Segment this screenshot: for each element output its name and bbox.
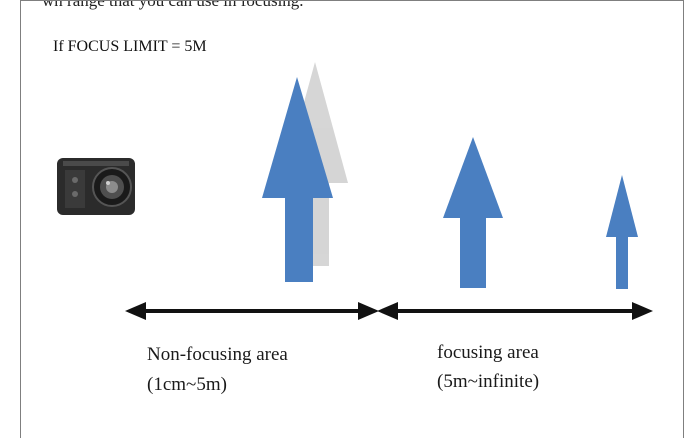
large-object-arrow-icon <box>262 77 333 282</box>
cropped-caption: wn range that you can use in focusing. <box>42 0 304 10</box>
non-focusing-range-arrow <box>125 302 379 320</box>
medium-object-arrow-icon <box>443 137 503 288</box>
non-focusing-range-label: (1cm~5m) <box>147 374 227 395</box>
focusing-range-label: (5m~infinite) <box>437 371 540 392</box>
small-object-arrow-icon <box>606 175 638 289</box>
diagram-frame <box>20 0 684 438</box>
non-focusing-area-label: Non-focusing area <box>147 344 288 365</box>
focus-limit-heading: If FOCUS LIMIT = 5M <box>53 38 207 55</box>
camera-block-icon <box>57 158 135 215</box>
focusing-range-arrow <box>377 302 653 320</box>
focusing-area-label: focusing area <box>437 342 539 363</box>
